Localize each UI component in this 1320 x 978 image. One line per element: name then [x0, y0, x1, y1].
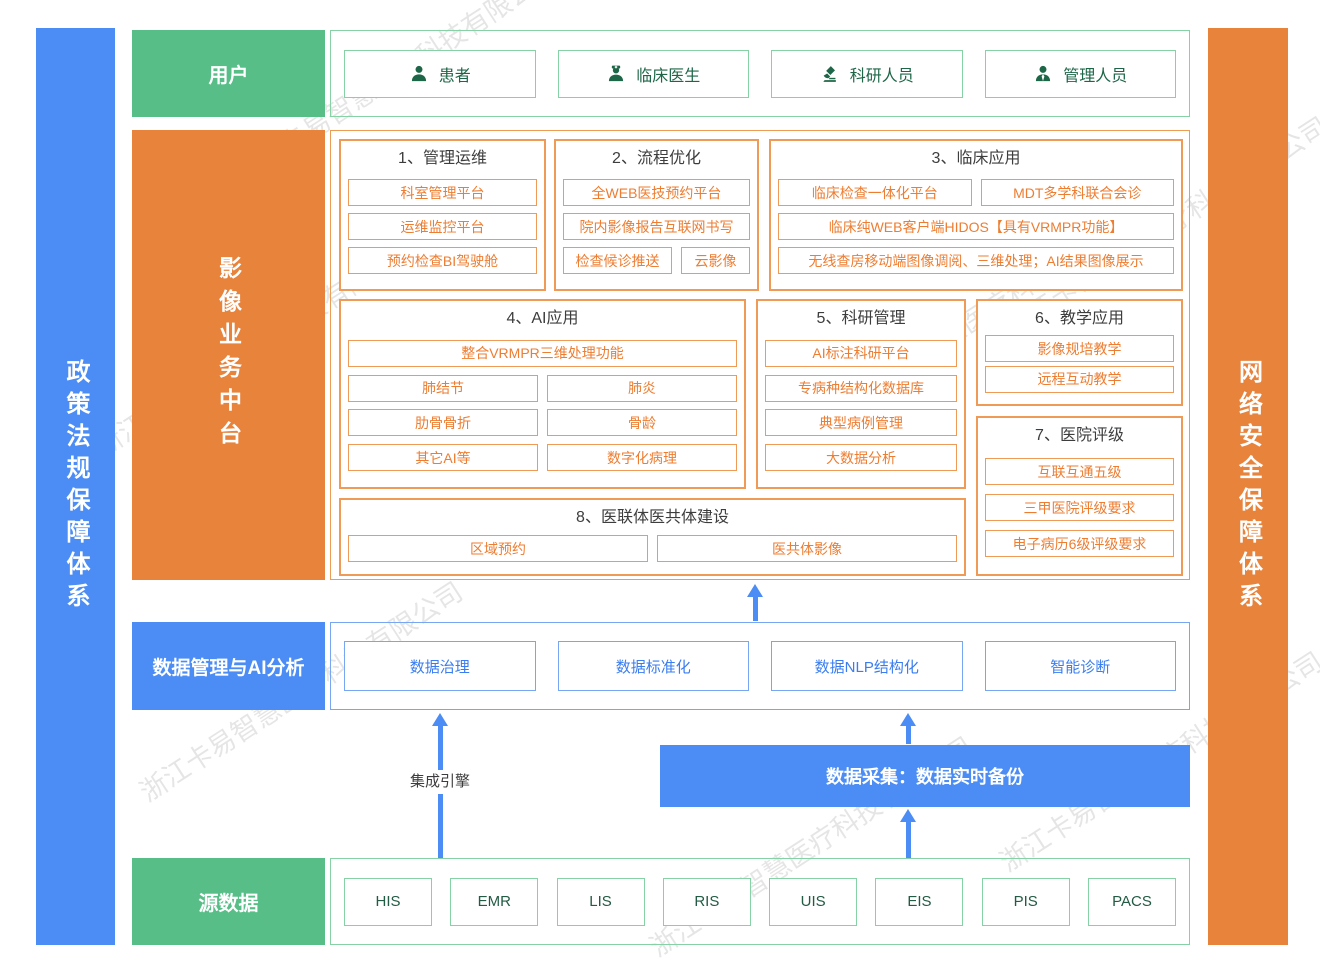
flow-arrow-up: [747, 584, 763, 621]
platform-item: 三甲医院评级要求: [985, 494, 1174, 521]
platform-item: 大数据分析: [765, 444, 957, 472]
collection-arrow-lower: [900, 809, 916, 858]
platform-item: 远程互动教学: [985, 365, 1174, 393]
users-container: 患者 临床医生 科研人员 管理人员: [330, 30, 1190, 117]
user-box-label: 患者: [438, 67, 471, 85]
section-clinical-application: 3、临床应用 临床检查一体化平台 MDT多学科联合会诊 临床纯WEB客户端HID…: [769, 139, 1183, 291]
users-label: 用户: [208, 65, 249, 87]
source-data-label-block: 源数据: [132, 858, 325, 945]
platform-item: 运维监控平台: [348, 213, 537, 240]
platform-item: 影像规培教学: [985, 335, 1174, 363]
data-mgmt-box-nlp: 数据NLP结构化: [771, 641, 963, 691]
policy-regulation-label: 政策法规保障体系: [62, 358, 89, 615]
section-title: 7、医院评级: [1035, 427, 1124, 444]
source-box-ris: RIS: [662, 877, 751, 926]
platform-item: 典型病例管理: [765, 409, 957, 437]
platform-item: 临床纯WEB客户端HIDOS【具有VRMPR功能】: [778, 213, 1174, 240]
platform-item: 科室管理平台: [348, 179, 537, 206]
section-title: 2、流程优化: [612, 150, 701, 167]
platform-item: AI标注科研平台: [765, 339, 957, 367]
user-box-patient: 患者: [344, 49, 536, 98]
source-data-label: 源数据: [198, 893, 259, 915]
policy-regulation-bar: 政策法规保障体系: [36, 28, 115, 945]
section-title: 3、临床应用: [931, 150, 1021, 167]
platform-item: 无线查房移动端图像调阅、三维处理；AI结果图像展示: [778, 247, 1174, 274]
platform-item: 互联互通五级: [985, 458, 1174, 485]
platform-item: MDT多学科联合会诊: [980, 179, 1174, 206]
source-box-pis: PIS: [981, 877, 1070, 926]
doctor-icon: [606, 64, 626, 84]
data-mgmt-container: 数据治理 数据标准化 数据NLP结构化 智能诊断: [330, 622, 1190, 710]
data-mgmt-box-smart-diagnosis: 智能诊断: [984, 641, 1176, 691]
platform-item: 临床检查一体化平台: [778, 179, 972, 206]
platform-item: 肋骨骨折: [348, 409, 538, 437]
source-box-lis: LIS: [556, 877, 645, 926]
platform-item: 整合VRMPR三维处理功能: [348, 339, 737, 367]
source-data-container: HIS EMR LIS RIS UIS EIS PIS PACS: [330, 858, 1190, 945]
section-medical-alliance: 8、医联体医共体建设 区域预约 医共体影像: [339, 498, 966, 576]
users-label-block: 用户: [132, 30, 325, 117]
platform-item: 数字化病理: [547, 444, 737, 472]
data-mgmt-label-block: 数据管理与AI分析: [132, 622, 325, 710]
imaging-platform-container: 1、管理运维 科室管理平台 运维监控平台 预约检查BI驾驶舱 2、流程优化 全W…: [330, 130, 1190, 580]
user-box-label: 管理人员: [1063, 67, 1128, 85]
section-hospital-rating: 7、医院评级 互联互通五级 三甲医院评级要求 电子病历6级评级要求: [976, 416, 1183, 576]
platform-item: 预约检查BI驾驶舱: [348, 247, 537, 274]
section-management-ops: 1、管理运维 科室管理平台 运维监控平台 预约检查BI驾驶舱: [339, 139, 546, 291]
source-box-pacs: PACS: [1087, 877, 1176, 926]
user-box-label: 科研人员: [849, 67, 914, 85]
collection-arrow-upper: [900, 713, 916, 744]
section-title: 8、医联体医共体建设: [576, 509, 729, 526]
platform-item: 电子病历6级评级要求: [985, 530, 1174, 557]
platform-item: 检查候诊推送: [563, 247, 673, 274]
platform-item: 院内影像报告互联网书写: [563, 213, 750, 240]
section-title: 6、教学应用: [1035, 310, 1124, 327]
integration-engine-label: 集成引擎: [403, 770, 477, 794]
section-process-optimization: 2、流程优化 全WEB医技预约平台 院内影像报告互联网书写 检查候诊推送 云影像: [554, 139, 759, 291]
data-collection-bar: 数据采集：数据实时备份: [660, 745, 1190, 807]
network-security-label: 网络安全保障体系: [1234, 358, 1262, 615]
user-box-clinician: 临床医生: [557, 49, 749, 98]
section-teaching-application: 6、教学应用 影像规培教学 远程互动教学: [976, 299, 1183, 406]
platform-item: 云影像: [681, 247, 750, 274]
network-security-bar: 网络安全保障体系: [1208, 28, 1288, 945]
section-title: 4、AI应用: [506, 310, 579, 327]
source-box-uis: UIS: [769, 877, 858, 926]
manager-icon: [1033, 64, 1053, 84]
imaging-platform-label: 影像业务中台: [215, 256, 242, 454]
source-box-emr: EMR: [450, 877, 539, 926]
microscope-icon: [820, 64, 840, 84]
platform-item: 全WEB医技预约平台: [563, 179, 750, 206]
data-mgmt-box-governance: 数据治理: [344, 641, 536, 691]
section-title: 1、管理运维: [398, 150, 487, 167]
platform-item: 肺结节: [348, 374, 538, 402]
data-collection-label: 数据采集：数据实时备份: [826, 767, 1024, 787]
platform-item: 其它AI等: [348, 444, 538, 472]
section-ai-application: 4、AI应用 整合VRMPR三维处理功能 肺结节 肺炎 肋骨骨折 骨龄 其它AI…: [339, 299, 746, 489]
imaging-platform-label-block: 影像业务中台: [132, 130, 325, 580]
platform-item: 骨龄: [547, 409, 737, 437]
platform-item: 肺炎: [547, 374, 737, 402]
section-title: 5、科研管理: [816, 310, 906, 327]
platform-item: 医共体影像: [657, 535, 957, 562]
user-box-researcher: 科研人员: [771, 49, 963, 98]
patient-icon: [409, 64, 429, 84]
source-box-eis: EIS: [875, 877, 964, 926]
section-research-management: 5、科研管理 AI标注科研平台 专病种结构化数据库 典型病例管理 大数据分析: [756, 299, 966, 489]
user-box-label: 临床医生: [636, 67, 701, 85]
data-mgmt-box-standardization: 数据标准化: [557, 641, 749, 691]
platform-item: 区域预约: [348, 535, 648, 562]
platform-item: 专病种结构化数据库: [765, 374, 957, 402]
user-box-manager: 管理人员: [984, 49, 1176, 98]
data-mgmt-label: 数据管理与AI分析: [152, 657, 305, 679]
source-box-his: HIS: [344, 877, 432, 926]
